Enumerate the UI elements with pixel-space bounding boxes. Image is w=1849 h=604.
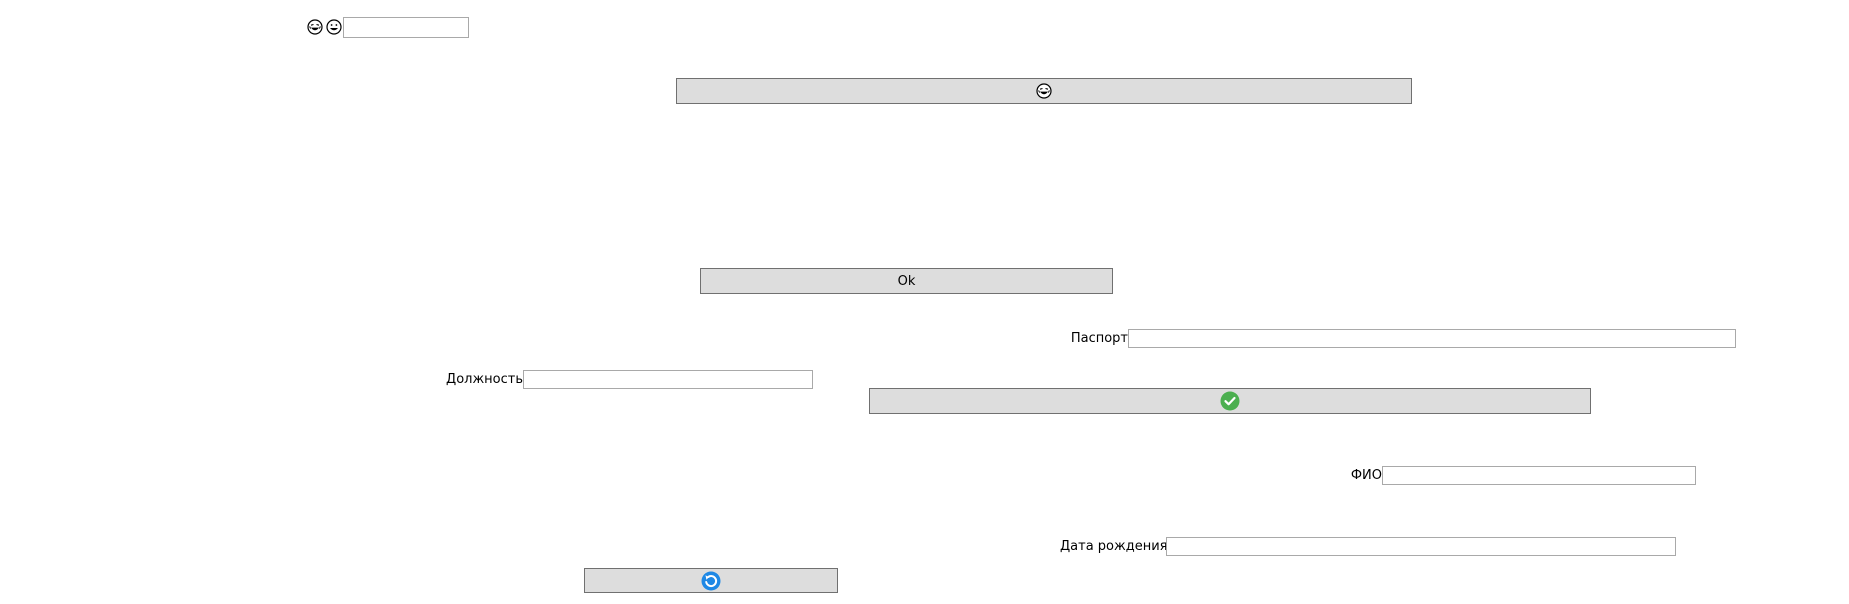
ok-button-label: Ok <box>897 273 916 289</box>
birth-date-label: Дата рождения <box>1060 539 1168 554</box>
emoji-button[interactable] <box>676 78 1412 104</box>
passport-input[interactable] <box>1128 329 1736 348</box>
passport-label: Паспорт <box>1070 331 1128 346</box>
position-label: Должность <box>446 372 523 387</box>
full-name-label: ФИО <box>1350 468 1382 483</box>
grinning-face-icon <box>326 19 342 35</box>
laughing-face-icon <box>1036 83 1052 99</box>
refresh-button[interactable] <box>584 568 838 593</box>
laughing-face-icon <box>307 19 323 35</box>
birth-date-input[interactable] <box>1166 537 1676 556</box>
confirm-button[interactable] <box>869 388 1591 414</box>
check-circle-icon <box>1220 391 1240 411</box>
top-input[interactable] <box>343 17 469 38</box>
refresh-icon <box>701 571 721 591</box>
position-input[interactable] <box>523 370 813 389</box>
full-name-input[interactable] <box>1382 466 1696 485</box>
ok-button[interactable]: Ok <box>700 268 1113 294</box>
